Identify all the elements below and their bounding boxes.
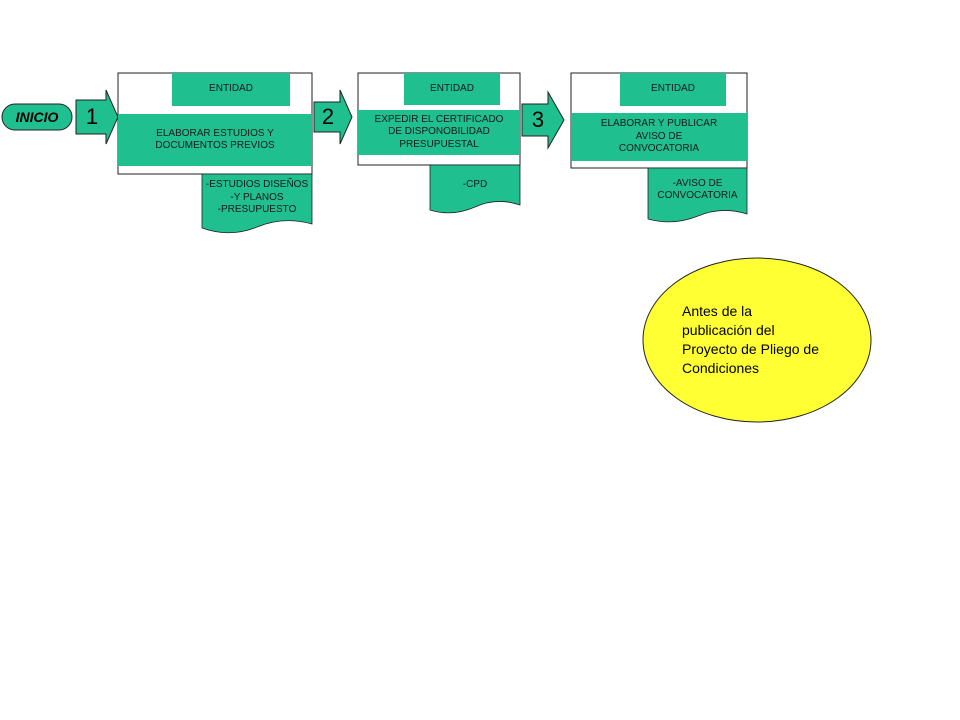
step-2-actor-box[interactable] [404,73,500,105]
step-3-actor-box[interactable] [620,73,726,106]
step-3-document-shape[interactable] [647,167,748,223]
step-3-activity-box[interactable] [571,113,747,161]
step-1-arrow [75,89,119,145]
note-text: Antes de la publicación del Proyecto de … [682,303,819,376]
step-3-arrow [521,90,565,150]
step-2-arrow [313,89,353,145]
note-ellipse[interactable] [642,257,872,423]
step-1-activity-box[interactable] [118,114,312,166]
start-terminator[interactable] [1,103,73,131]
step-1-actor-box[interactable] [172,73,290,106]
start-label: INICIO [15,109,59,125]
step-2-document-shape[interactable] [429,164,521,214]
step-2-activity-box[interactable] [358,110,520,155]
step-1-document-shape[interactable] [201,173,313,234]
